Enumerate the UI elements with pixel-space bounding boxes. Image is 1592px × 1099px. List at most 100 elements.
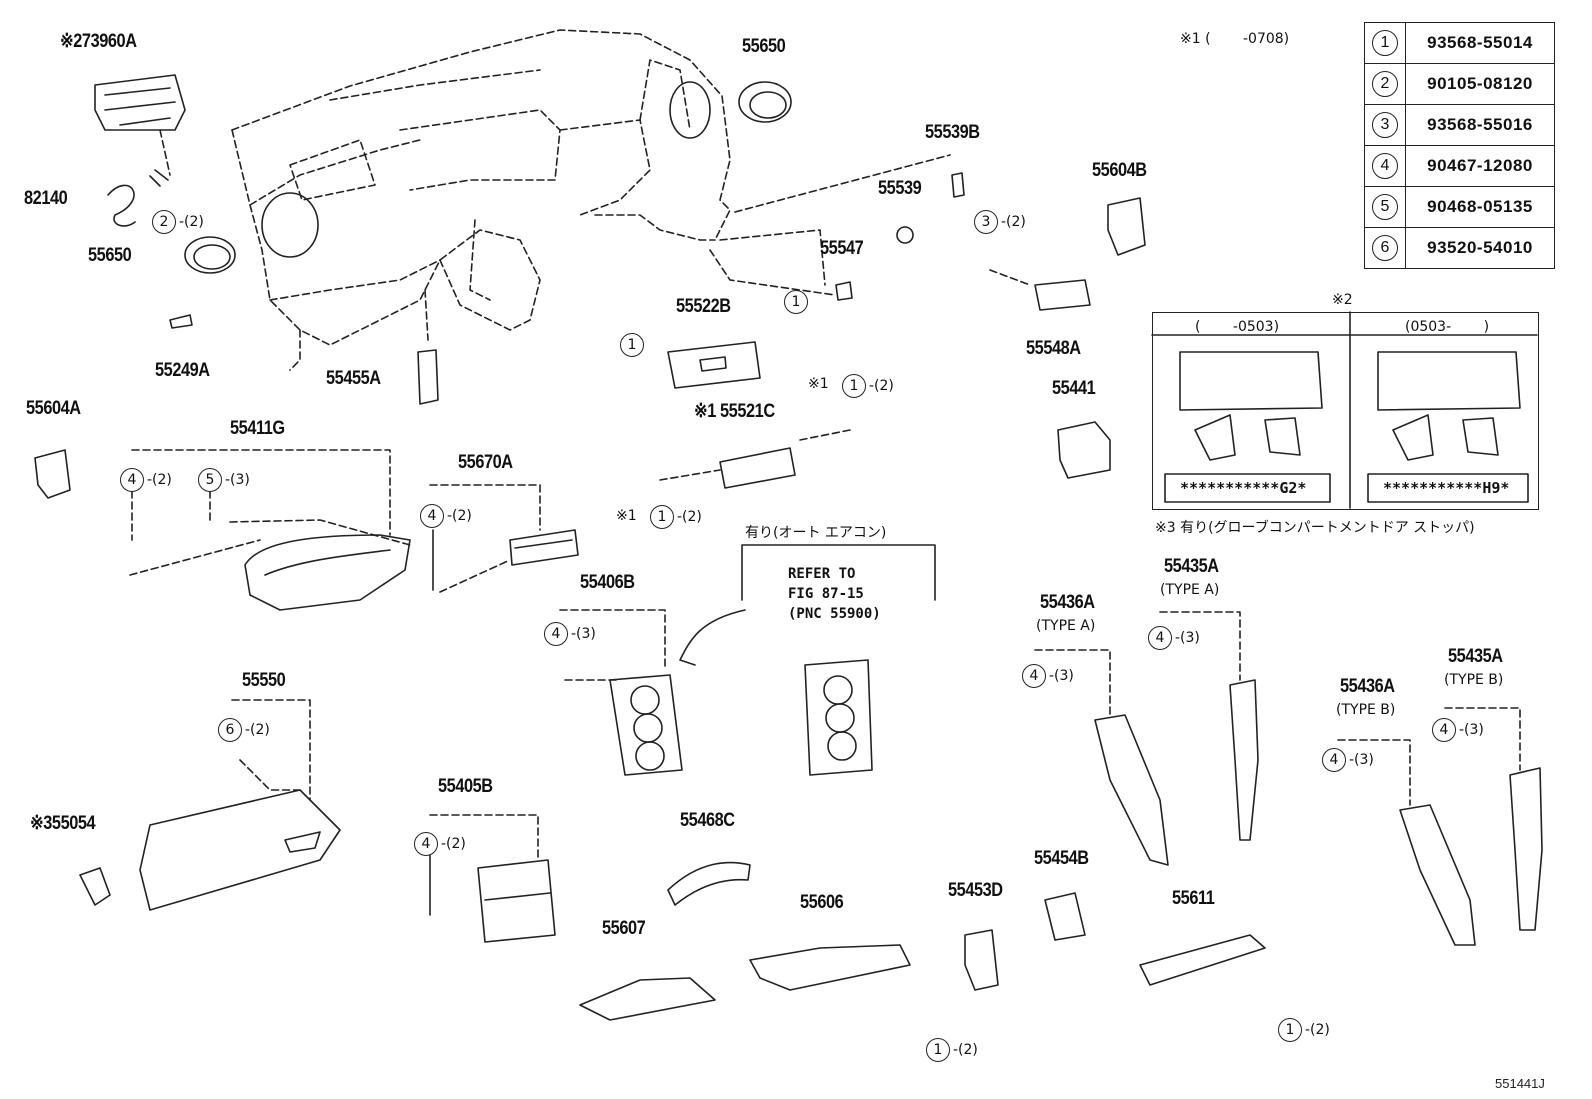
type-b-label: (TYPE B) xyxy=(1336,702,1396,718)
part-55441-drawing xyxy=(1057,421,1111,479)
qty-callout: 4-(2) xyxy=(420,504,472,528)
part-label-55670a[interactable]: 55670A xyxy=(458,452,513,473)
part-55455a-drawing xyxy=(417,349,439,405)
part-55604a-drawing xyxy=(34,449,71,499)
callout-number: 4 xyxy=(1432,718,1456,742)
part-label-55650-right[interactable]: 55650 xyxy=(742,36,786,57)
qty-callout: 6-(2) xyxy=(218,718,270,742)
part-label-55435a-type-b[interactable]: 55435A xyxy=(1448,646,1503,667)
part-label-73960a[interactable]: ※273960A xyxy=(60,31,137,52)
qty-callout: 3-(2) xyxy=(974,210,1026,234)
part-label-55539b[interactable]: 55539B xyxy=(925,122,980,143)
callout-qty: -(3) xyxy=(1049,668,1074,684)
part-label-55611[interactable]: 55611 xyxy=(1172,888,1215,909)
part-label-55054[interactable]: ※355054 xyxy=(30,813,96,834)
part-55521c-drawing xyxy=(719,447,796,489)
part-55522b-drawing xyxy=(667,341,761,389)
legend-number: 4 xyxy=(1372,153,1398,179)
legend-part-number[interactable]: 93568-55014 xyxy=(1405,22,1555,64)
callout-number: 1 xyxy=(842,374,866,398)
qty-callout: 4-(3) xyxy=(1148,626,1200,650)
note1-mark: ※1 xyxy=(808,376,829,392)
part-label-82140[interactable]: 82140 xyxy=(24,188,68,209)
part-label-55436a-type-b[interactable]: 55436A xyxy=(1340,676,1395,697)
callout-number: 1 xyxy=(1278,1018,1302,1042)
figure-number: 551441J xyxy=(1495,1076,1545,1091)
aircon-bracket xyxy=(741,544,936,601)
wire-82140-drawing xyxy=(107,184,136,227)
legend-number: 5 xyxy=(1372,194,1398,220)
legend-part-number[interactable]: 93520-54010 xyxy=(1405,227,1555,269)
part-label-55411g[interactable]: 55411G xyxy=(230,418,285,439)
part-55539b-drawing xyxy=(951,172,965,198)
part-label-55604a[interactable]: 55604A xyxy=(26,398,81,419)
part-label-55521c[interactable]: ※1 55521C xyxy=(694,401,775,422)
part-label-55539[interactable]: 55539 xyxy=(878,178,922,199)
callout-number: 4 xyxy=(1148,626,1172,650)
part-label-55650-left[interactable]: 55650 xyxy=(88,245,132,266)
qty-callout: 1-(2) xyxy=(1278,1018,1330,1042)
note2-box xyxy=(1152,312,1539,510)
part-label-55548a[interactable]: 55548A xyxy=(1026,338,1081,359)
part-label-55436a-type-a[interactable]: 55436A xyxy=(1040,592,1095,613)
part-label-55454b[interactable]: 55454B xyxy=(1034,848,1089,869)
legend-part-number[interactable]: 90467-12080 xyxy=(1405,145,1555,187)
callout-qty: -(2) xyxy=(677,509,702,525)
callout-qty: -(2) xyxy=(869,378,894,394)
bracket-lines-55411g xyxy=(129,449,411,576)
kick-panel-brackets xyxy=(1034,611,1521,806)
part-label-55435a-type-a[interactable]: 55435A xyxy=(1164,556,1219,577)
legend-row: 4 90467-12080 xyxy=(1364,145,1555,187)
part-label-55441[interactable]: 55441 xyxy=(1052,378,1096,399)
part-label-55547[interactable]: 55547 xyxy=(820,238,864,259)
part-55550-drawing xyxy=(139,789,341,911)
part-label-55468c[interactable]: 55468C xyxy=(680,810,735,831)
qty-callout: 4-(3) xyxy=(544,622,596,646)
callout-qty: -(2) xyxy=(441,836,466,852)
legend-part-number[interactable]: 90105-08120 xyxy=(1405,63,1555,105)
callout-number: 4 xyxy=(544,622,568,646)
part-label-55550[interactable]: 55550 xyxy=(242,670,286,691)
callout-qty: -(2) xyxy=(1001,214,1026,230)
refer-line-2: FIG 87-15 xyxy=(788,586,864,602)
callout-number: 3 xyxy=(974,210,998,234)
qty-callout: 5-(3) xyxy=(198,468,250,492)
part-label-55522b[interactable]: 55522B xyxy=(676,296,731,317)
callout-number: 1 xyxy=(620,333,644,357)
callout-number: 6 xyxy=(218,718,242,742)
callout-qty: -(2) xyxy=(953,1042,978,1058)
part-55670a-drawing xyxy=(509,529,579,566)
qty-callout: 4-(2) xyxy=(120,468,172,492)
note3: ※3 有り(グローブコンパートメントドア ストッパ) xyxy=(1155,520,1475,536)
callout-number: 1 xyxy=(784,290,808,314)
part-label-55406b[interactable]: 55406B xyxy=(580,572,635,593)
legend-number: 2 xyxy=(1372,71,1398,97)
airbag-module-73960a-drawing xyxy=(94,74,186,131)
type-a-label: (TYPE A) xyxy=(1036,618,1096,634)
part-label-55453d[interactable]: 55453D xyxy=(948,880,1003,901)
part-label-55405b[interactable]: 55405B xyxy=(438,776,493,797)
legend-part-number[interactable]: 93568-55016 xyxy=(1405,104,1555,146)
part-55406b-drawing xyxy=(609,674,683,776)
part-55453d-drawing xyxy=(964,929,999,991)
callout-qty: -(3) xyxy=(1175,630,1200,646)
refer-line-3: (PNC 55900) xyxy=(788,606,881,622)
part-55547-drawing xyxy=(835,281,853,301)
callout-number: 1 xyxy=(926,1038,950,1062)
part-label-55606[interactable]: 55606 xyxy=(800,892,844,913)
part-55435a-b-drawing xyxy=(1509,767,1543,931)
part-label-55249a[interactable]: 55249A xyxy=(155,360,210,381)
part-55436a-a-drawing xyxy=(1094,714,1169,866)
part-label-55455a[interactable]: 55455A xyxy=(326,368,381,389)
callout-qty: -(2) xyxy=(147,472,172,488)
legend-row: 5 90468-05135 xyxy=(1364,186,1555,228)
part-label-55604b[interactable]: 55604B xyxy=(1092,160,1147,181)
legend-part-number[interactable]: 90468-05135 xyxy=(1405,186,1555,228)
part-label-55607[interactable]: 55607 xyxy=(602,918,646,939)
note2-heading: ※2 xyxy=(1332,292,1353,308)
callout-number: 4 xyxy=(120,468,144,492)
part-55454b-drawing xyxy=(1044,892,1086,941)
